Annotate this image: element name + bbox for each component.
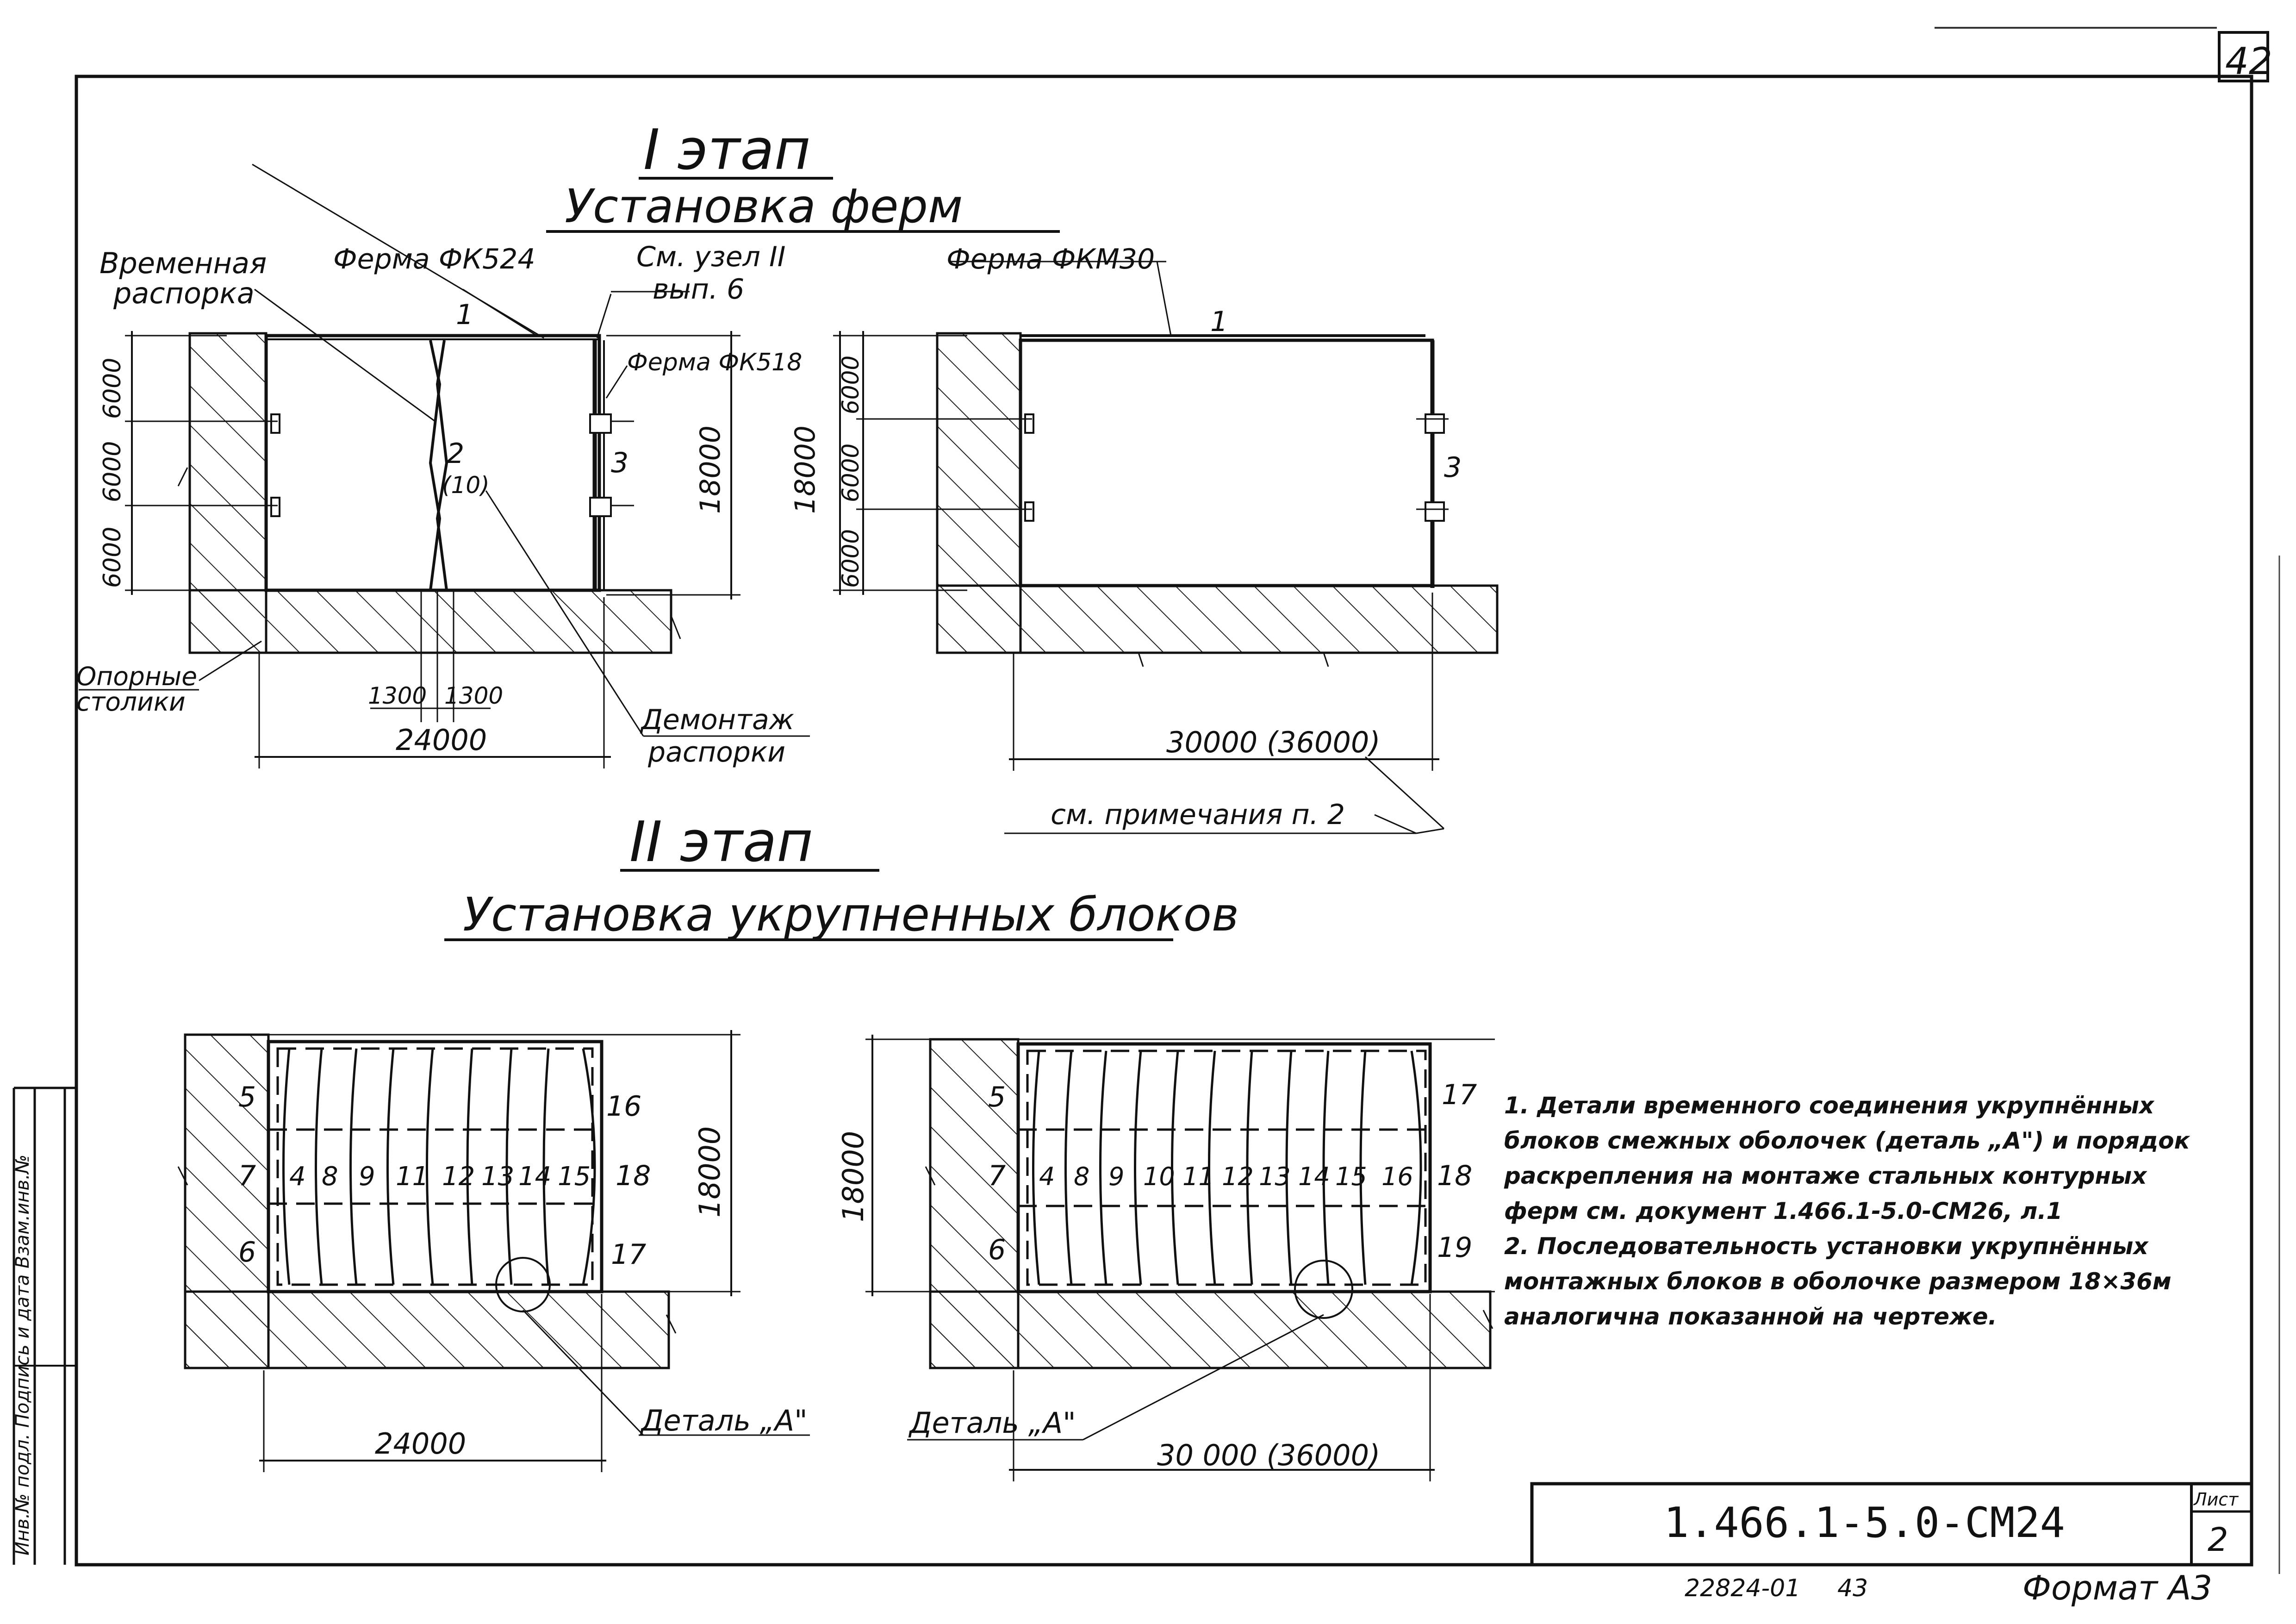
list-label: Лист: [2193, 1489, 2239, 1510]
label-temp-strut-2: распорка: [113, 276, 255, 310]
dim-6000-r-mid: 6000: [837, 443, 864, 502]
detail-a-left: Деталь „А": [640, 1404, 808, 1437]
stage2-dim-24000: 24000: [375, 1427, 466, 1461]
list-number: 2: [2208, 1521, 2228, 1559]
dim-6000-r-bottom: 6000: [837, 529, 864, 588]
num-1-right: 1: [1210, 306, 1228, 338]
dim-18000-left: 18000: [694, 425, 727, 514]
right-block-5: 11: [1182, 1162, 1214, 1191]
inventory-number-2: 43: [1837, 1574, 1868, 1602]
label-note-ref: см. примечания п. 2: [1051, 799, 1345, 831]
num-3-left: 3: [611, 447, 628, 479]
right-side-19: 19: [1437, 1231, 1472, 1264]
left-side-16: 16: [606, 1090, 641, 1123]
dim-6000-bottom: 6000: [99, 527, 126, 588]
notes-block: 1. Детали временного соединения укрупнён…: [1504, 1088, 2226, 1334]
detail-a-right: Деталь „А": [908, 1406, 1076, 1440]
right-side-7: 7: [988, 1160, 1006, 1192]
stage1-left-plan: [79, 163, 810, 768]
dim-6000-mid: 6000: [99, 441, 126, 502]
format-label: Формат А3: [2022, 1568, 2212, 1607]
num-2b: (10): [442, 472, 490, 499]
stage2-left-plan: [177, 1030, 810, 1472]
stage1-subheading: Установка ферм: [565, 179, 963, 233]
right-side-17: 17: [1442, 1079, 1477, 1111]
label-node-ref-2: вып. 6: [653, 273, 744, 306]
stage2-dim-18000-right: 18000: [836, 1131, 870, 1222]
dim-6000-top: 6000: [99, 358, 126, 419]
right-side-6: 6: [988, 1234, 1006, 1266]
inventory-number: 22824-01: [1685, 1574, 1800, 1602]
left-block-numbers: 4 8 9 11 12 13 14 15: [289, 1162, 591, 1192]
stage2-subheading: Установка укрупненных блоков: [463, 887, 1239, 942]
right-side-5: 5: [988, 1081, 1006, 1113]
left-block-3: 9: [359, 1162, 375, 1192]
page-number: 42: [2225, 40, 2272, 83]
stage2-right-plan: [865, 1035, 1495, 1481]
num-3-right: 3: [1444, 451, 1462, 484]
right-block-6: 12: [1222, 1162, 1254, 1191]
dim-6000-r-top: 6000: [837, 356, 864, 414]
left-side-17: 17: [611, 1238, 646, 1271]
right-block-10: 16: [1381, 1162, 1413, 1191]
right-block-1: 4: [1039, 1162, 1055, 1191]
right-block-7: 13: [1259, 1162, 1291, 1191]
stage1-right-plan: [833, 261, 1499, 834]
label-node-ref-1: См. узел II: [636, 241, 785, 273]
label-support-1: Опорные: [76, 662, 197, 691]
left-block-2: 8: [322, 1162, 338, 1192]
note-2: 2. Последовательность установки укрупнён…: [1504, 1233, 2172, 1330]
label-truss-fk518: Ферма ФК518: [627, 349, 802, 376]
left-side-18: 18: [616, 1160, 651, 1192]
left-side-5: 5: [238, 1081, 256, 1113]
right-block-numbers: 4 8 9 10 11 12 13 14 15 16: [1039, 1162, 1413, 1191]
stage2-dim-18000-left: 18000: [693, 1126, 727, 1218]
dim-1300-left: 1300: [368, 682, 427, 709]
note-1: 1. Детали временного соединения укрупнён…: [1504, 1092, 2190, 1224]
left-block-6: 13: [481, 1162, 514, 1192]
label-dismantle-1: Демонтаж: [640, 704, 794, 736]
label-truss-fk524: Ферма ФК524: [333, 243, 535, 275]
left-block-5: 12: [442, 1162, 475, 1192]
left-block-4: 11: [396, 1162, 429, 1192]
left-side-6: 6: [238, 1236, 256, 1268]
dim-18000-right: 18000: [789, 425, 821, 514]
dim-30000-stage1: 30000 (36000): [1166, 725, 1381, 759]
right-block-3: 9: [1108, 1162, 1124, 1191]
sheet-frame: [75, 27, 2280, 1574]
left-block-8: 15: [558, 1162, 591, 1192]
side-stamp-text: Инв.№ подл. Подпись и дата Взам.инв.№: [12, 1155, 33, 1555]
label-temp-strut-1: Временная: [100, 246, 267, 280]
side-stamp: Инв.№ подл. Подпись и дата Взам.инв.№: [12, 1087, 76, 1565]
label-dismantle-2: распорки: [647, 736, 785, 768]
title-block: [1530, 1482, 2253, 1567]
left-side-7: 7: [238, 1160, 256, 1192]
left-block-7: 14: [518, 1162, 551, 1192]
num-1-left: 1: [456, 299, 473, 331]
right-side-18: 18: [1437, 1160, 1472, 1192]
drawing-code: 1.466.1-5.0-СМ24: [1664, 1499, 2065, 1547]
dim-24000-stage1: 24000: [396, 723, 487, 757]
left-block-1: 4: [289, 1162, 306, 1192]
stage1-heading: I этап: [643, 118, 810, 182]
right-block-8: 14: [1298, 1162, 1330, 1191]
stage2-dim-30000: 30 000 (36000): [1157, 1438, 1380, 1472]
label-support-2: столики: [76, 687, 186, 717]
num-2: 2: [447, 437, 464, 470]
stage2-heading: II этап: [629, 810, 813, 874]
right-block-2: 8: [1074, 1162, 1089, 1191]
label-truss-fkm30: Ферма ФКМ30: [946, 243, 1155, 275]
right-block-9: 15: [1335, 1162, 1367, 1191]
right-block-4: 10: [1143, 1162, 1175, 1191]
dim-1300-right: 1300: [444, 682, 503, 709]
